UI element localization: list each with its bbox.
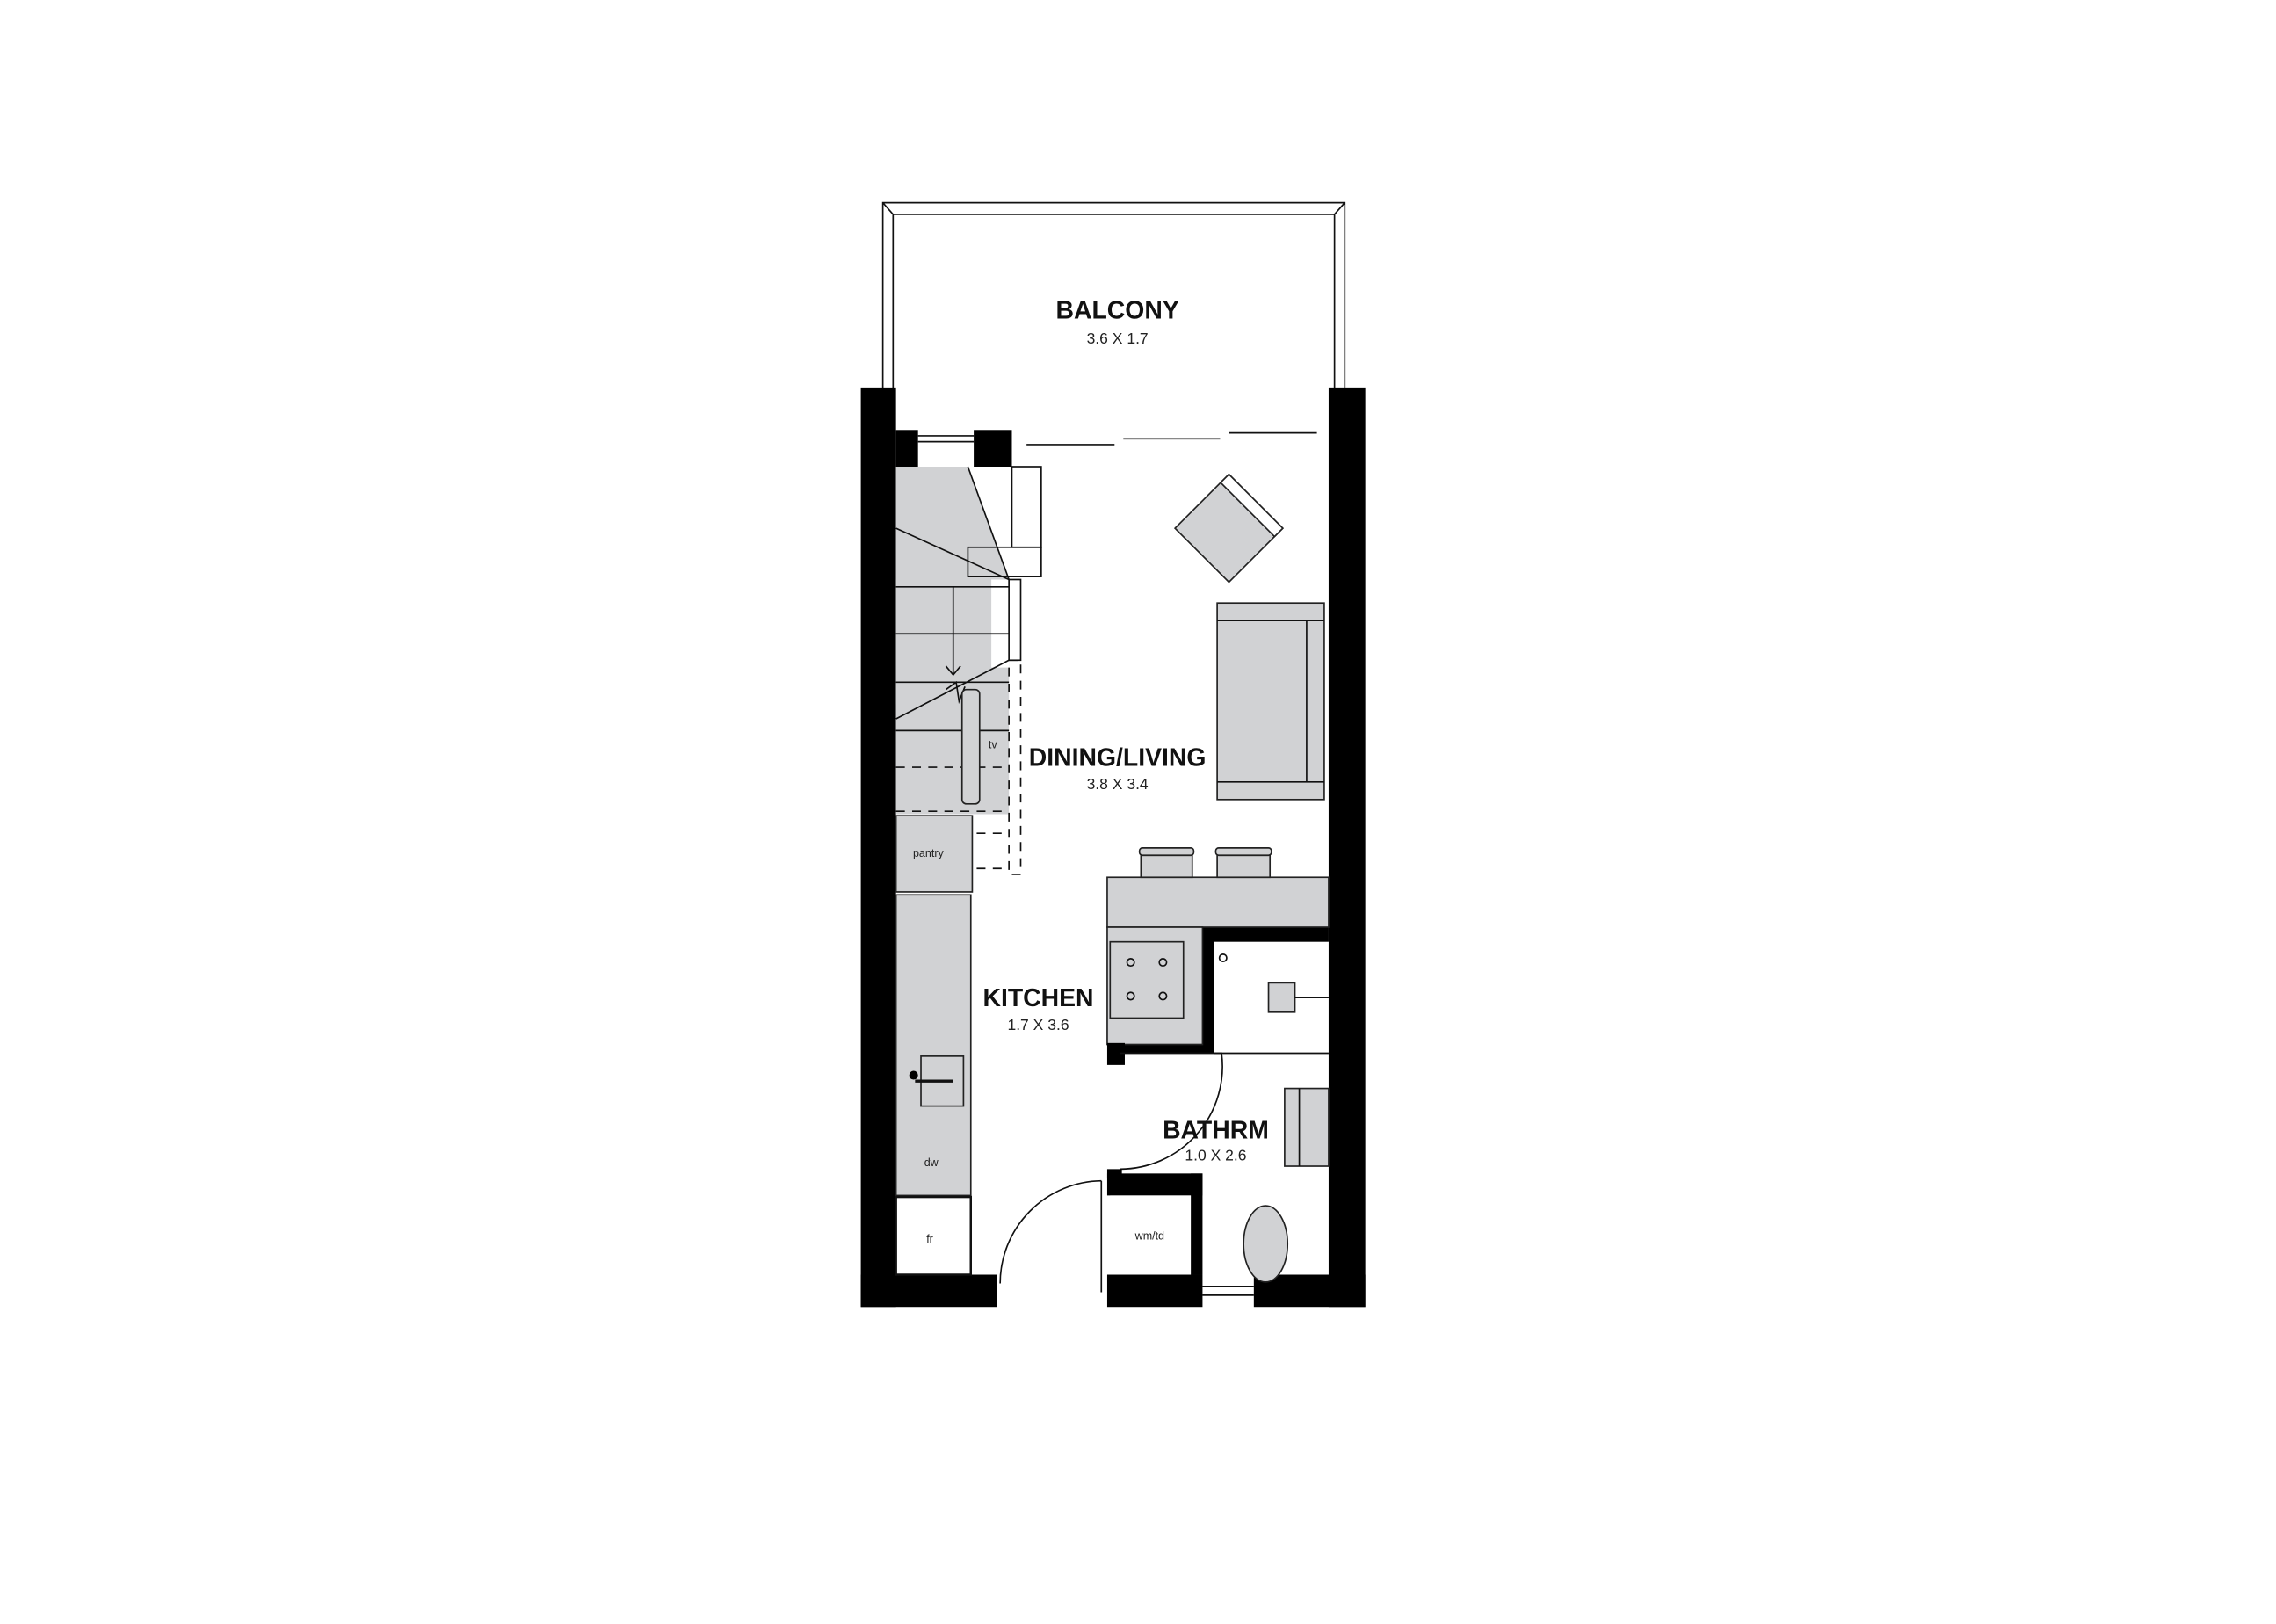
pantry[interactable]: pantry [895,815,974,893]
staircase [895,466,1042,875]
toilet [1243,1205,1289,1283]
pantry-label: pantry [913,847,944,859]
bathroom-size: 1.0 X 2.6 [1185,1146,1246,1164]
kitchen-counter[interactable]: dw [895,894,972,1197]
tv-unit[interactable]: tv [960,688,998,805]
vanity [1284,1087,1330,1167]
fridge-label: fr [926,1233,933,1245]
kitchen-island[interactable] [1106,876,1330,1065]
sofa [1216,602,1325,801]
tv-label: tv [989,738,997,750]
entry-door [999,1179,1103,1293]
laundry-label: wm/td [1134,1229,1164,1242]
armchair [1173,473,1285,584]
dining-living-size: 3.8 X 3.4 [1087,775,1149,793]
bathroom-fixtures [1214,953,1330,1283]
walls [860,387,1366,1308]
kitchen-size: 1.7 X 3.6 [1007,1016,1069,1033]
cooktop [1109,940,1185,1019]
balcony-label: BALCONY [1056,296,1179,324]
doors[interactable] [999,1052,1223,1293]
dishwasher-label: dw [924,1156,939,1169]
fridge[interactable]: fr [895,1195,973,1276]
kitchen-label: KITCHEN [982,984,1093,1012]
dining-living-label: DINING/LIVING [1029,743,1207,772]
bathroom-label: BATHRM [1163,1116,1269,1144]
balcony [881,201,1346,389]
laundry[interactable]: wm/td [1110,1195,1192,1275]
bar-stools [1138,847,1272,879]
bathroom-door [1120,1052,1223,1171]
tap-icon [909,1070,918,1080]
basin [1267,982,1296,1013]
windows [917,431,1317,1296]
balcony-size: 3.6 X 1.7 [1087,330,1149,347]
